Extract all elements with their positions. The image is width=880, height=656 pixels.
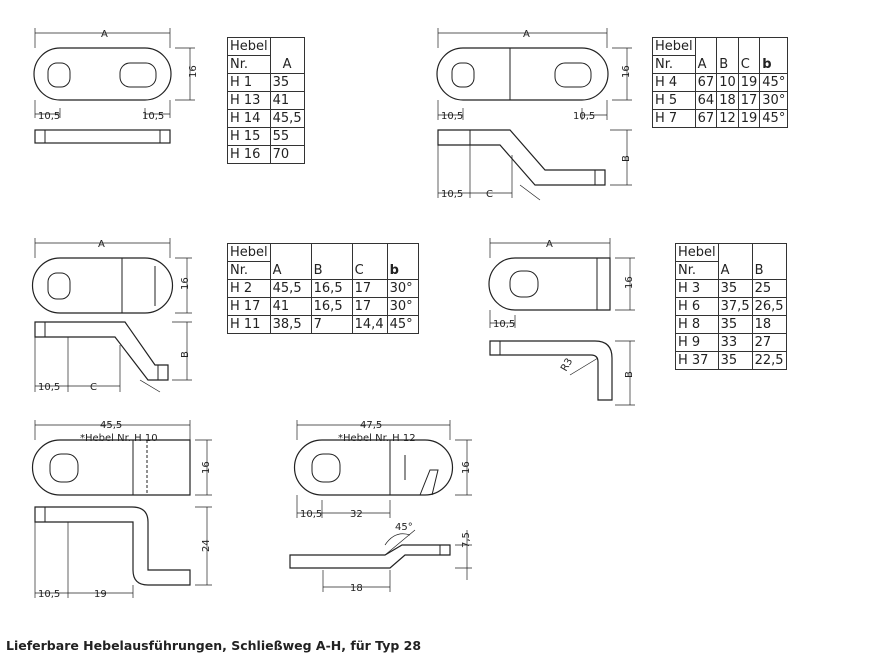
dim-height-label: 16 — [201, 461, 212, 474]
dim-height-label: 16 — [621, 65, 632, 78]
lever-note: *Hebel Nr. H 10 — [80, 433, 158, 444]
drawing-lever-h12: 47,5 *Hebel Nr. H 12 16 10,5 32 45° 7,5 … — [289, 420, 472, 594]
dim-height-label: 16 — [461, 461, 472, 474]
drawing-lever-h10: 45,5 *Hebel Nr. H 10 16 24 10,5 19 — [31, 420, 212, 600]
table-header: Nr. — [227, 55, 271, 74]
dim-offset-label: 10,5 — [38, 382, 60, 393]
col-header: b — [759, 37, 789, 74]
dim-c-label: 19 — [94, 589, 107, 600]
dim-height-label: 16 — [188, 65, 199, 78]
table-header: Hebel — [652, 37, 696, 56]
dim-a-label: 47,5 — [360, 420, 382, 431]
dim-left-label: 10,5 — [441, 111, 463, 122]
figure-caption: Lieferbare Hebelausführungen, Schließweg… — [6, 638, 422, 653]
dim-a-label: 45,5 — [100, 420, 122, 431]
drawing-lever-flat: A 16 10,5 10,5 — [33, 28, 199, 144]
table-header: Hebel — [227, 37, 271, 56]
dim-angle-label: 45° — [395, 522, 413, 533]
dim-right-label: 10,5 — [142, 111, 164, 122]
dim-b-label: B — [624, 371, 635, 378]
col-header: A — [269, 37, 305, 74]
col-header: B — [716, 37, 739, 74]
drawing-lever-bent: A 16 10,5 10,5 B 10,5 C — [436, 28, 632, 201]
drawing-lever-bent-short: A 16 B 10,5 C — [31, 238, 192, 393]
dim-height-label: 16 — [624, 276, 635, 289]
col-header: C — [351, 243, 388, 280]
col-header: A — [269, 243, 312, 280]
dim-height-label: 16 — [180, 277, 191, 290]
dim-a-label: A — [523, 29, 530, 40]
dim-radius-label: R3 — [559, 356, 575, 373]
dim-mid-label: 32 — [350, 509, 363, 520]
dim-b-label: B — [180, 351, 191, 358]
dim-b-label: B — [621, 155, 632, 162]
dim-right-label: 10,5 — [573, 111, 595, 122]
col-header: b — [386, 243, 419, 280]
drawing-lever-l-bent: A 16 10,5 R3 B — [488, 238, 635, 406]
col-header: A — [717, 243, 753, 280]
dim-a-label: A — [98, 239, 105, 250]
dim-c-label: C — [90, 382, 97, 393]
table-header: Nr. — [652, 55, 696, 74]
dim-left-label: 10,5 — [38, 111, 60, 122]
dim-a-label: A — [546, 239, 553, 250]
lever-note: *Hebel Nr. H 12 — [338, 433, 416, 444]
dim-left-label: 10,5 — [300, 509, 322, 520]
col-header: C — [737, 37, 761, 74]
dim-height2-label: 7,5 — [461, 532, 472, 548]
col-header: B — [751, 243, 787, 280]
dim-c-label: C — [486, 189, 493, 200]
dim-a-label: A — [101, 29, 108, 40]
dim-c-label: 18 — [350, 583, 363, 594]
dim-depth-label: 24 — [201, 539, 212, 552]
dim-offset-label: 10,5 — [441, 189, 463, 200]
dim-offset-label: 10,5 — [38, 589, 60, 600]
table-header: Hebel — [227, 243, 271, 262]
dim-left-label: 10,5 — [493, 319, 515, 330]
col-header: A — [694, 37, 718, 74]
table-header: Nr. — [675, 261, 719, 280]
table-header: Hebel — [675, 243, 719, 262]
table-header: Nr. — [227, 261, 271, 280]
col-header: B — [310, 243, 353, 280]
